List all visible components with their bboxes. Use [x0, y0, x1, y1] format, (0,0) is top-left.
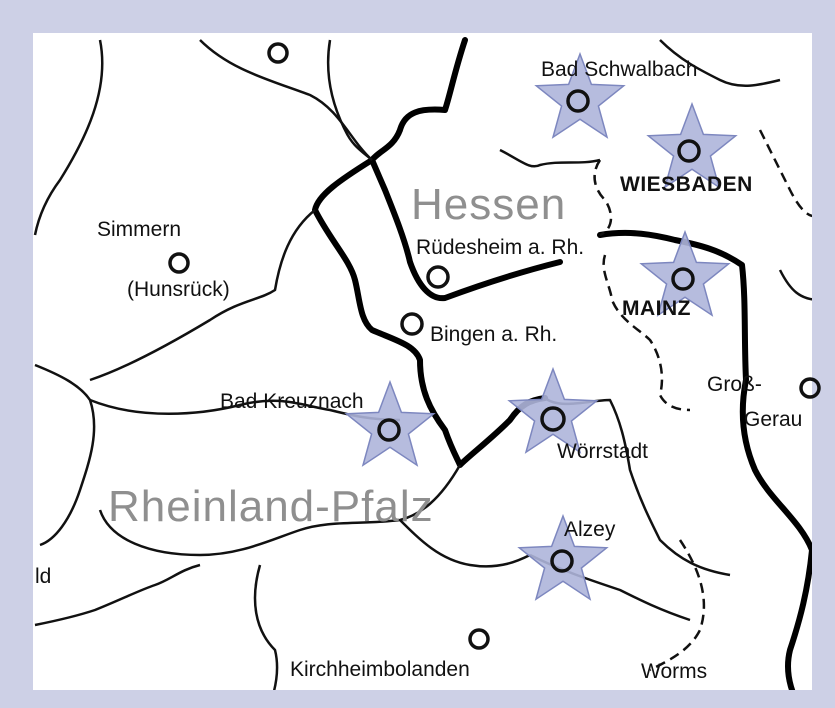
- district-borders: [33, 39, 821, 706]
- town-marker-unnamed-top: [267, 42, 289, 64]
- town-marker-gross-gerau: [799, 377, 821, 399]
- label-kirchheimbolanden: Kirchheimbolanden: [290, 658, 470, 681]
- label-hessen: Hessen: [411, 180, 567, 229]
- label-alzey: Alzey: [564, 518, 616, 541]
- label-bingen: Bingen a. Rh.: [430, 323, 558, 346]
- label-bad-kreuznach: Bad Kreuznach: [220, 390, 364, 413]
- frame-right: [812, 0, 835, 708]
- dashed-borders: [593, 129, 821, 672]
- label-ruedesheim: Rüdesheim a. Rh.: [416, 236, 585, 259]
- label-hunsrueck: (Hunsrück): [127, 278, 230, 301]
- label-rheinland-pfalz: Rheinland-Pfalz: [108, 482, 434, 531]
- star-icon-bad-kreuznach: [344, 379, 436, 467]
- river-line: [326, 39, 373, 161]
- label-ld: ld: [35, 565, 52, 588]
- town-marker-simmern: [168, 252, 190, 274]
- frame-left: [0, 0, 33, 708]
- frame-top: [0, 0, 835, 33]
- label-mainz: MAINZ: [622, 297, 691, 320]
- star-icon-woerrstadt: [507, 366, 599, 454]
- star-icon-wiesbaden: [646, 101, 738, 189]
- label-wiesbaden: WIESBADEN: [620, 173, 753, 196]
- town-marker-wiesbaden: [677, 139, 701, 163]
- town-marker-ruedesheim: [426, 265, 450, 289]
- town-marker-mainz: [671, 267, 695, 291]
- town-marker-woerrstadt: [540, 406, 566, 432]
- star-icon-bad-schwalbach: [534, 51, 626, 139]
- town-marker-bad-schwalbach: [566, 89, 590, 113]
- label-woerrstadt: Wörrstadt: [557, 440, 649, 463]
- frame-bottom: [0, 690, 835, 708]
- label-worms: Worms: [641, 660, 708, 683]
- star-icon-alzey: [517, 513, 609, 601]
- town-marker-bingen: [400, 312, 424, 336]
- label-gross: Groß-: [707, 373, 762, 396]
- town-marker-bad-kreuznach: [377, 418, 401, 442]
- town-marker-kirchheimbolanden: [468, 628, 490, 650]
- town-marker-alzey: [550, 549, 574, 573]
- label-gerau: Gerau: [744, 408, 803, 431]
- star-icon-mainz: [639, 229, 731, 317]
- label-bad-schwalbach: Bad Schwalbach: [541, 58, 698, 81]
- label-simmern: Simmern: [97, 218, 182, 241]
